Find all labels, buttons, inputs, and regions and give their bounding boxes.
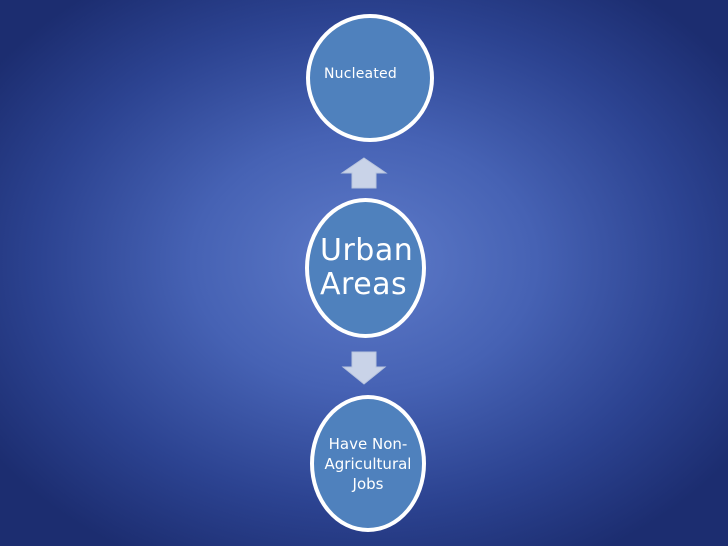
- node-urban-areas: Urban Areas: [305, 198, 426, 338]
- arrow-down-icon: [341, 351, 387, 385]
- node-label-line: Urban: [320, 233, 414, 268]
- node-label-line: Jobs: [352, 474, 384, 493]
- node-label-line: Nucleated: [324, 66, 397, 82]
- node-nucleated: Nucleated: [306, 14, 434, 142]
- node-label-line: Areas: [320, 267, 408, 302]
- arrow-up-icon: [340, 157, 388, 189]
- node-non-agricultural-jobs: Have Non- Agricultural Jobs: [310, 395, 426, 532]
- node-label-line: Have Non-: [328, 434, 408, 453]
- node-label-line: Agricultural: [324, 454, 412, 473]
